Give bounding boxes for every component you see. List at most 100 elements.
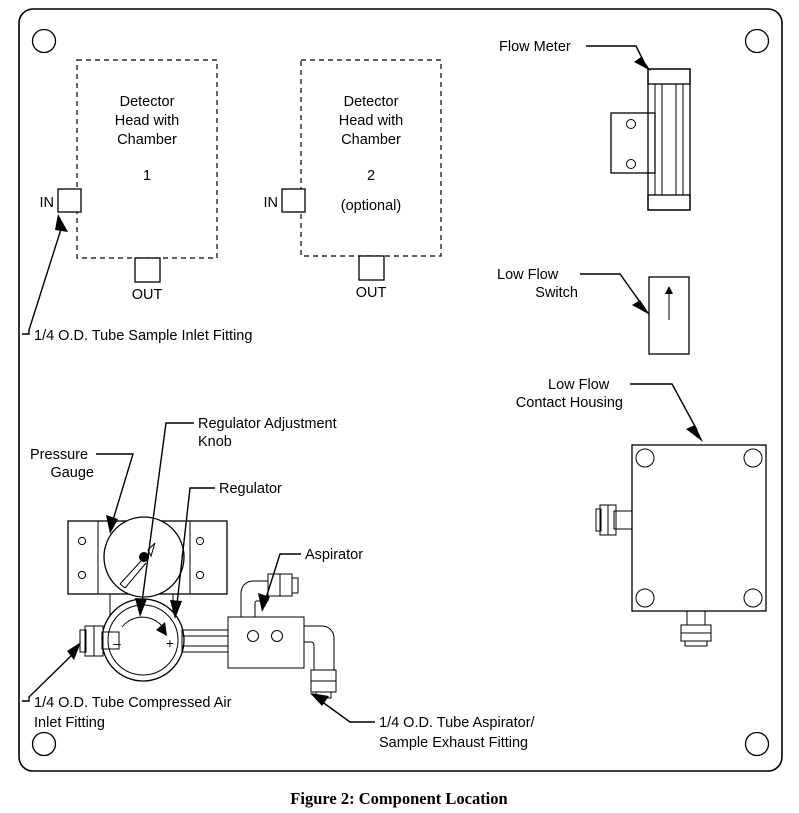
contact-housing-bottom-fitting xyxy=(680,610,712,647)
flow-meter-bracket-hole-bottom xyxy=(626,159,636,169)
bracket-hole-top-right xyxy=(195,536,205,546)
compressed-air-arrowhead xyxy=(67,642,81,660)
pressure-gauge-label-line1: Pressure xyxy=(30,447,88,463)
contact-housing-label-line1: Low Flow xyxy=(548,377,610,393)
detector-1-title-line3: Chamber xyxy=(117,132,177,148)
callout-low-flow-contact-housing: Low Flow Contact Housing xyxy=(516,377,703,442)
sample-inlet-leader-line xyxy=(22,225,63,335)
regulator-knob-rotation-arc xyxy=(121,616,163,628)
contact-housing-leader-line xyxy=(630,383,698,431)
aspirator-exhaust-arrowhead xyxy=(310,693,329,706)
aspirator-exhaust-leader-line xyxy=(320,700,375,723)
air-inlet-end xyxy=(79,629,87,653)
mounting-hole-bottom-right xyxy=(744,731,770,757)
regulator-label: Regulator xyxy=(219,481,282,497)
bracket-hole-bottom-left xyxy=(77,570,87,580)
detector-2-title-line1: Detector xyxy=(344,94,399,110)
callout-sample-inlet-fitting: 1/4 O.D. Tube Sample Inlet Fitting xyxy=(22,214,252,344)
compressed-air-label-line2: Inlet Fitting xyxy=(34,715,105,731)
flow-meter-bracket xyxy=(610,112,656,174)
compressed-air-leader-line xyxy=(22,653,74,702)
detector-2-title-line2: Head with xyxy=(339,113,403,129)
callout-pressure-gauge: Pressure Gauge xyxy=(30,447,134,534)
detector-2-number: 2 xyxy=(367,168,375,184)
aspirator xyxy=(227,573,337,699)
aspirator-upper-end xyxy=(291,577,299,594)
left-fitting-end xyxy=(595,508,602,532)
sample-inlet-arrowhead xyxy=(55,214,68,232)
flow-meter-bracket-hole-top xyxy=(626,119,636,129)
low-flow-switch-label-line2: Switch xyxy=(535,285,578,301)
detector-1-outlet-label: OUT xyxy=(132,287,163,303)
detector-head-2: Detector Head with Chamber 2 (optional) … xyxy=(264,59,442,301)
aspirator-right-elbow xyxy=(304,625,335,671)
detector-2-inlet-port xyxy=(281,188,306,213)
up-arrow-icon xyxy=(665,286,673,294)
aspirator-leader-line xyxy=(265,553,301,599)
low-flow-switch xyxy=(648,276,690,355)
regulator-knob-label-line2: Knob xyxy=(198,434,232,450)
panel-outline xyxy=(18,8,783,772)
regulator-knob-leader-line xyxy=(141,422,194,603)
regulator-assembly: – + xyxy=(67,516,337,699)
detector-2-outlet-label: OUT xyxy=(356,285,387,301)
detector-2-optional-note: (optional) xyxy=(341,198,401,214)
callout-low-flow-switch: Low Flow Switch xyxy=(497,267,650,315)
regulator-minus-mark: – xyxy=(113,636,121,651)
detector-1-inlet-port xyxy=(57,188,82,213)
bottom-fitting-end xyxy=(684,640,708,647)
pressure-gauge-arrowhead xyxy=(106,515,118,534)
aspirator-upper-elbow xyxy=(240,580,269,617)
left-fitting-neck xyxy=(613,510,633,530)
callout-aspirator: Aspirator xyxy=(258,547,363,612)
air-inlet-neck xyxy=(101,631,120,650)
regulator-knob-label-line1: Regulator Adjustment xyxy=(198,416,337,432)
bracket-hole-top-left xyxy=(77,536,87,546)
mounting-hole-bottom-left xyxy=(31,731,57,757)
pressure-gauge-needle-tail xyxy=(119,560,147,589)
regulator-arrowhead xyxy=(170,600,182,619)
contact-housing-left-fitting xyxy=(595,504,633,536)
contact-housing-screw-top-right xyxy=(743,448,763,468)
low-flow-switch-label-line1: Low Flow xyxy=(497,267,559,283)
sample-inlet-fitting-label: 1/4 O.D. Tube Sample Inlet Fitting xyxy=(34,328,252,344)
detector-2-inlet-label: IN xyxy=(264,195,279,211)
regulator-plus-mark: + xyxy=(166,636,174,651)
contact-housing-label-line2: Contact Housing xyxy=(516,395,623,411)
contact-housing-screw-bottom-right xyxy=(743,588,763,608)
detector-2-title-line3: Chamber xyxy=(341,132,401,148)
low-flow-switch-arrowhead xyxy=(632,300,650,315)
callout-regulator: Regulator xyxy=(170,481,282,619)
regulator-knob-rotation-arrowhead xyxy=(156,622,167,636)
aspirator-port-left xyxy=(247,630,259,642)
pressure-gauge-hub xyxy=(139,552,149,562)
low-flow-contact-housing xyxy=(595,444,767,647)
pressure-gauge-leader-line xyxy=(96,453,134,521)
flow-meter xyxy=(610,68,691,211)
figure-caption: Figure 2: Component Location xyxy=(290,789,507,808)
regulator-knob-arrowhead xyxy=(135,598,147,617)
contact-housing-screw-bottom-left xyxy=(635,588,655,608)
pressure-gauge-label-line2: Gauge xyxy=(50,465,94,481)
detector-head-1: Detector Head with Chamber 1 IN OUT xyxy=(40,59,218,303)
mounting-hole-top-right xyxy=(744,28,770,54)
flow-meter-label: Flow Meter xyxy=(499,39,571,55)
flow-meter-arrowhead xyxy=(634,57,651,71)
detector-1-outlet-port xyxy=(134,257,161,283)
aspirator-exhaust-label-line1: 1/4 O.D. Tube Aspirator/ xyxy=(379,715,536,731)
low-flow-switch-body xyxy=(648,276,690,355)
detector-1-title-line2: Head with xyxy=(115,113,179,129)
detector-2-outlet-port xyxy=(358,255,385,281)
callout-aspirator-exhaust: 1/4 O.D. Tube Aspirator/ Sample Exhaust … xyxy=(310,693,536,751)
regulator-leader-line xyxy=(176,487,215,605)
detector-1-inlet-label: IN xyxy=(40,195,55,211)
detector-1-title-line1: Detector xyxy=(120,94,175,110)
aspirator-arrowhead xyxy=(258,593,270,612)
compressed-air-inlet-fitting xyxy=(79,625,120,657)
regulator-aspirator-nipple xyxy=(181,629,229,653)
aspirator-exhaust-label-line2: Sample Exhaust Fitting xyxy=(379,735,528,751)
contact-housing-arrowhead xyxy=(686,425,703,442)
callout-flow-meter: Flow Meter xyxy=(499,39,651,71)
flow-meter-leader-line xyxy=(586,45,647,67)
